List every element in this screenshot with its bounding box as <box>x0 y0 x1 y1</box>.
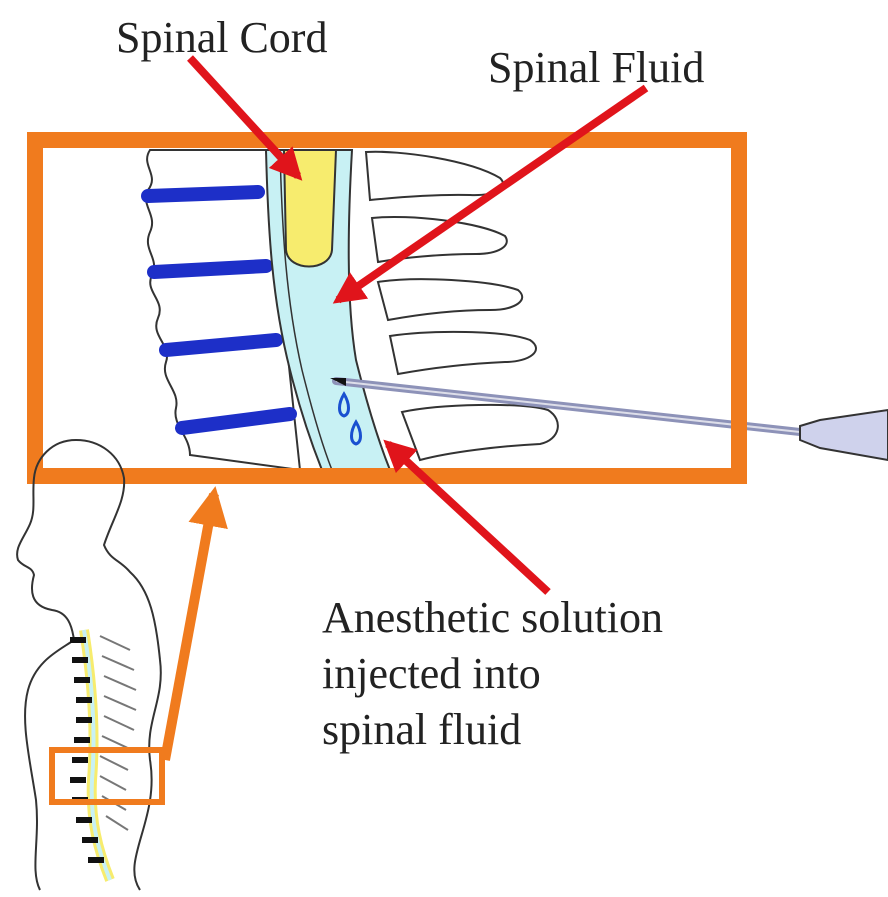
body-spine <box>70 630 136 880</box>
anesthetic-label-line: injected into <box>322 646 663 702</box>
anesthetic-label-line: Anesthetic solution <box>322 590 663 646</box>
spinal-fluid-label: Spinal Fluid <box>488 42 704 93</box>
selection-box <box>52 750 162 802</box>
anesthetic-label-line: spinal fluid <box>322 702 663 758</box>
anesthetic-label: Anesthetic solution injected into spinal… <box>322 590 663 758</box>
disc <box>166 340 276 350</box>
spine-closeup <box>146 150 558 470</box>
spinous-processes <box>366 152 558 460</box>
anesthetic-arrow <box>388 444 548 592</box>
disc <box>148 192 258 196</box>
disc <box>154 266 266 272</box>
zoom-arrow <box>165 494 214 760</box>
spinal-cord-label: Spinal Cord <box>116 12 327 63</box>
